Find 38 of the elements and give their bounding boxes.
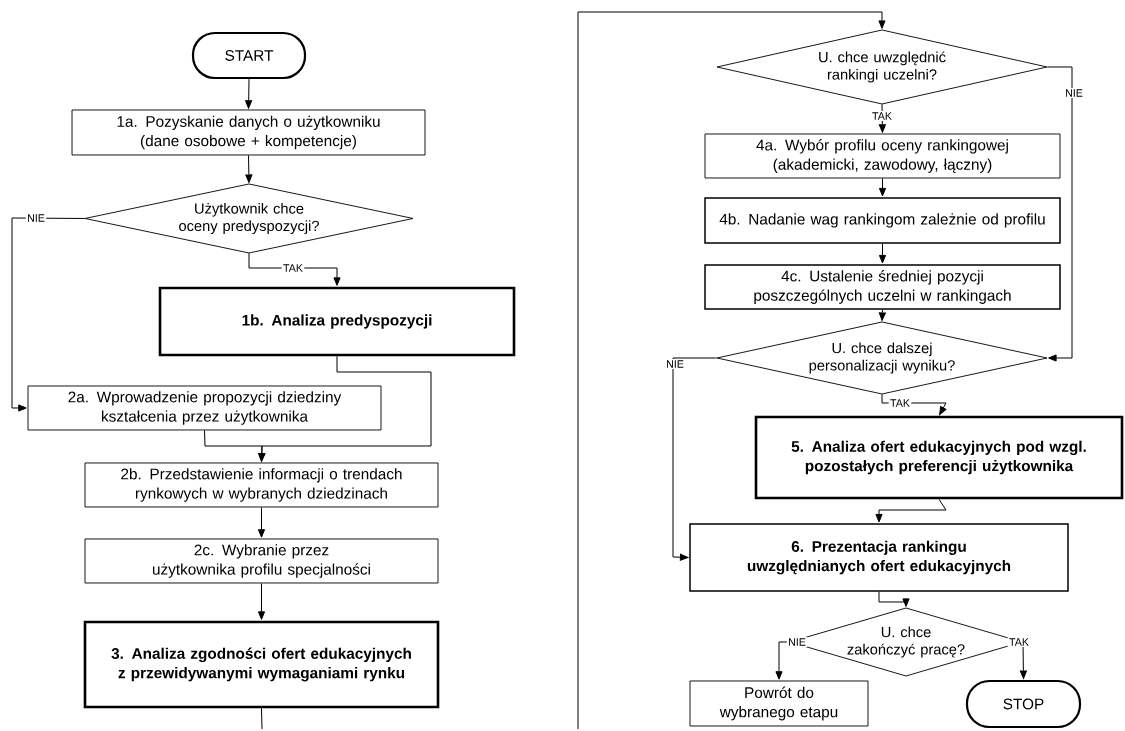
edge-label: TAK — [870, 111, 894, 121]
arrow — [248, 252, 341, 286]
edge-label: TAK — [281, 263, 305, 273]
arrow — [257, 582, 266, 620]
edge-label: NIE — [664, 359, 686, 369]
process-box: 2a. Wprowadzenie propozycji dziedziny kształcenia przez użytkownika — [27, 385, 382, 431]
arrow — [11, 217, 86, 412]
arrow — [878, 309, 886, 321]
process-box: 4b. Nadanie wag rankingom zależnie od profilu — [704, 197, 1061, 244]
edge-label: NIE — [1063, 88, 1085, 98]
process-box: 6. Prezentacja rankingu uwzględnianych ofert edukacyjnych — [689, 523, 1069, 592]
process-box: 4c. Ustalenie średniej pozycji poszczególnych uczelni w rankingach — [704, 264, 1061, 310]
process-box: Powrót do wybranego etapu — [689, 680, 869, 727]
arrow — [878, 243, 887, 264]
edge-label: NIE — [25, 213, 47, 223]
edge-label: TAK — [888, 398, 912, 408]
process-box: 1a. Pozyskanie danych o użytkowniku (dane osobowe + kompetencje) — [71, 109, 426, 156]
process-box: 3. Analiza zgodności ofert edukacyjnych z przewidywanymi wymaganiami rynku — [83, 620, 440, 709]
edge-label: TAK — [1007, 637, 1031, 647]
arrow — [245, 154, 253, 183]
arrow — [204, 429, 266, 462]
edge-label: NIE — [786, 637, 808, 647]
arrow — [245, 78, 253, 109]
process-box: 5. Analiza ofert edukacyjnych pod wzgl. pozostałych preferencji użytkownika — [754, 415, 1124, 500]
arrow — [1046, 66, 1073, 362]
arrow — [881, 393, 947, 415]
arrow — [257, 506, 266, 538]
process-box: 2b. Przedstawienie informacji o trendach rynkowych w wybranych dziedzinach — [84, 462, 439, 508]
arrow — [672, 357, 718, 561]
arrow — [878, 103, 886, 133]
arrow — [878, 11, 886, 29]
connector-line — [261, 707, 263, 730]
arrow — [875, 498, 947, 523]
process-box: 2c. Wybranie przez użytkownika profilu specjalności — [84, 538, 439, 584]
arrow — [878, 177, 887, 197]
process-box: 4a. Wybór profilu oceny rankingowej (akademicki, zawodowy, łączny) — [704, 133, 1061, 179]
process-box: 1b. Analiza predyspozycji — [158, 286, 516, 357]
arrow — [878, 591, 910, 607]
